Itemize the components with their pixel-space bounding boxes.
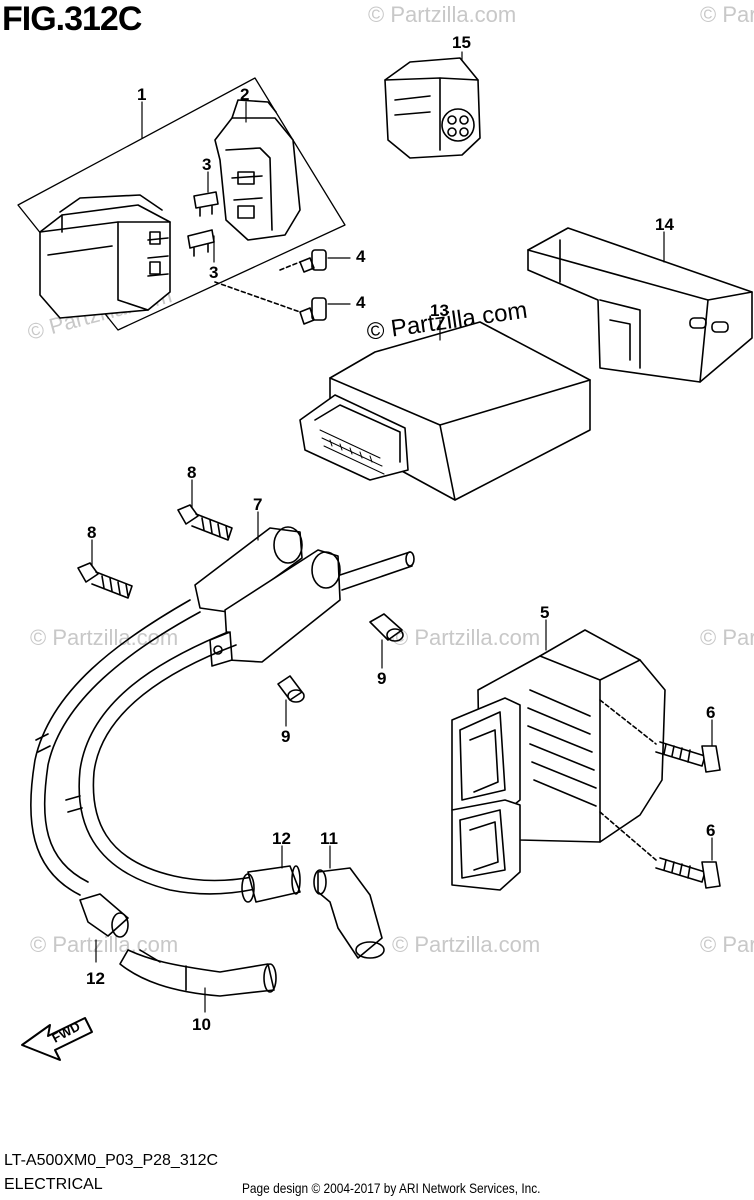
- fwd-arrow-icon: FWD: [21, 1017, 93, 1061]
- watermark: © Partzilla.com: [700, 625, 754, 650]
- plug-cap-12-right: [241, 865, 301, 903]
- ignition-coil: [194, 526, 415, 667]
- callout-6-lower: 6: [706, 821, 715, 840]
- callout-11: 11: [320, 829, 338, 848]
- watermark: © Partzilla.com: [30, 625, 178, 650]
- screw-upper: [279, 249, 327, 273]
- callout-5: 5: [540, 603, 549, 622]
- watermark: © Partzilla.com: [30, 932, 178, 957]
- bolt-6-lower: [599, 811, 721, 889]
- plug-boot-11: [313, 867, 385, 959]
- watermark: © Partzilla.com: [700, 932, 754, 957]
- callout-12-right: 12: [272, 829, 291, 848]
- callout-3-upper: 3: [202, 155, 211, 174]
- fuse-bottom: [187, 229, 215, 257]
- callout-9-right: 9: [377, 669, 386, 688]
- figure-title: FIG.312C: [2, 0, 142, 38]
- callout-4-lower: 4: [356, 293, 366, 312]
- callout-3-lower: 3: [209, 263, 218, 282]
- bolt-8-lower: [77, 562, 133, 599]
- category-label: ELECTRICAL: [4, 1176, 103, 1193]
- watermark-group: © Partzilla.com © Partzilla.com © Partzi…: [25, 2, 754, 957]
- callout-labels: 1 2 3 3 4 4 5 6 6 7 8 8 9 9 10 11 12 12 …: [86, 33, 715, 1034]
- relay-block: [39, 194, 171, 319]
- sleeve-9-right: [369, 613, 404, 642]
- bracket-14: [527, 227, 753, 383]
- callout-4-upper: 4: [356, 247, 366, 266]
- callout-14: 14: [655, 215, 674, 234]
- bolt-8-upper: [177, 504, 233, 541]
- watermark: © Partzilla.com: [368, 2, 516, 27]
- regulator-rectifier: [451, 629, 666, 891]
- high-tension-leads: [30, 599, 261, 896]
- sleeve-9-left: [277, 675, 305, 703]
- callout-6-upper: 6: [706, 703, 715, 722]
- fuse-top: [193, 191, 219, 217]
- callout-12-left: 12: [86, 969, 105, 988]
- watermark: © Partzilla.com: [392, 625, 540, 650]
- callout-2: 2: [240, 85, 249, 104]
- callout-1: 1: [137, 85, 146, 104]
- callout-10: 10: [192, 1015, 211, 1034]
- plug-cap-12-left: [79, 893, 129, 938]
- copyright-notice: Page design © 2004-2017 by ARI Network S…: [242, 1180, 541, 1196]
- callout-8-upper: 8: [187, 463, 196, 482]
- callout-15: 15: [452, 33, 471, 52]
- watermark: © Partzilla.com: [392, 932, 540, 957]
- watermark: © Partzilla.com: [700, 2, 754, 27]
- connector-15: [384, 57, 481, 159]
- ecm-unit: [299, 321, 591, 501]
- screw-lower: [214, 281, 327, 325]
- bolt-6-upper: [599, 699, 721, 773]
- relay-cover: [214, 99, 301, 241]
- leader-lines: [91, 51, 713, 1013]
- model-code: LT-A500XM0_P03_P28_312C: [4, 1152, 219, 1169]
- plug-boot-10: [119, 949, 277, 997]
- callout-13: 13: [430, 301, 449, 320]
- callout-8-lower: 8: [87, 523, 96, 542]
- callout-9-left: 9: [281, 727, 290, 746]
- callout-7: 7: [253, 495, 262, 514]
